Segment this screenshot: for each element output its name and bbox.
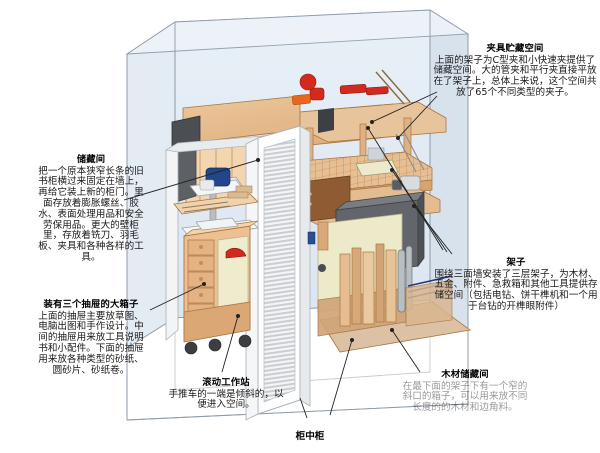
lumber-storage-bin <box>317 243 471 353</box>
callout-rolling-workstation-body: 手推车的一端是倾斜的，以便进入空间。 <box>168 388 284 411</box>
callout-lumber-storage-title: 木材储藏间 <box>441 369 489 380</box>
callout-shelves-body: 围绕三面墙安装了三层架子，为木材、五金、附件、急救箱和其他工具提供存储空间（包括… <box>434 268 598 312</box>
callout-storage-room-title: 储藏间 <box>76 154 106 165</box>
label-cabinet-in-cabinet-text: 柜中柜 <box>295 431 325 442</box>
callout-clamp-storage-title: 夹具贮藏空间 <box>486 43 544 54</box>
louvered-door <box>245 125 311 421</box>
callout-three-drawer-box-title: 装有三个抽屉的大箱子 <box>43 299 139 310</box>
callout-three-drawer-box-body: 上面的抽屉主要放草图、电脑出图和手作设计。中间的抽屉用来放工具说明书和小配件。下… <box>38 310 144 376</box>
callout-storage-room-body: 把一个原本狭窄长条的旧书柜横过来固定在墙上，再给它装上新的柜门。里面存放着膨胀螺… <box>38 165 144 264</box>
callout-rolling-workstation: 滚动工作站 手推车的一端是倾斜的，以便进入空间。 <box>166 377 286 411</box>
callout-clamp-storage-body: 上面的架子为C型夹和小快速夹提供了储藏空间。大的管夹和平行夹直接平放在了架子上，… <box>433 54 597 98</box>
callout-three-drawer-box: 装有三个抽屉的大箱子 上面的抽屉主要放草图、电脑出图和手作设计。中间的抽屉用来放… <box>34 299 148 376</box>
callout-clamp-storage: 夹具贮藏空间 上面的架子为C型夹和小快速夹提供了储藏空间。大的管夹和平行夹直接平… <box>432 43 598 99</box>
callout-lumber-storage-body: 在最下面的架子下有一个窄的斜口的箱子，可以用来放不同长度的的木材和边角料。 <box>402 380 528 414</box>
callout-storage-room: 储藏间 把一个原本狭窄长条的旧书柜横过来固定在墙上，再给它装上新的柜门。里面存放… <box>36 154 146 264</box>
callout-shelves: 架子 围绕三面墙安装了三层架子，为木材、五金、附件、急救箱和其他工具提供存储空间… <box>434 257 598 313</box>
callout-rolling-workstation-title: 滚动工作站 <box>202 377 250 388</box>
label-cabinet-in-cabinet: 柜中柜 <box>262 428 358 442</box>
callout-lumber-storage: 木材储藏间 在最下面的架子下有一个窄的斜口的箱子，可以用来放不同长度的的木材和边… <box>398 369 532 414</box>
callout-shelves-title: 架子 <box>506 257 526 268</box>
right-wall-items <box>307 221 329 272</box>
